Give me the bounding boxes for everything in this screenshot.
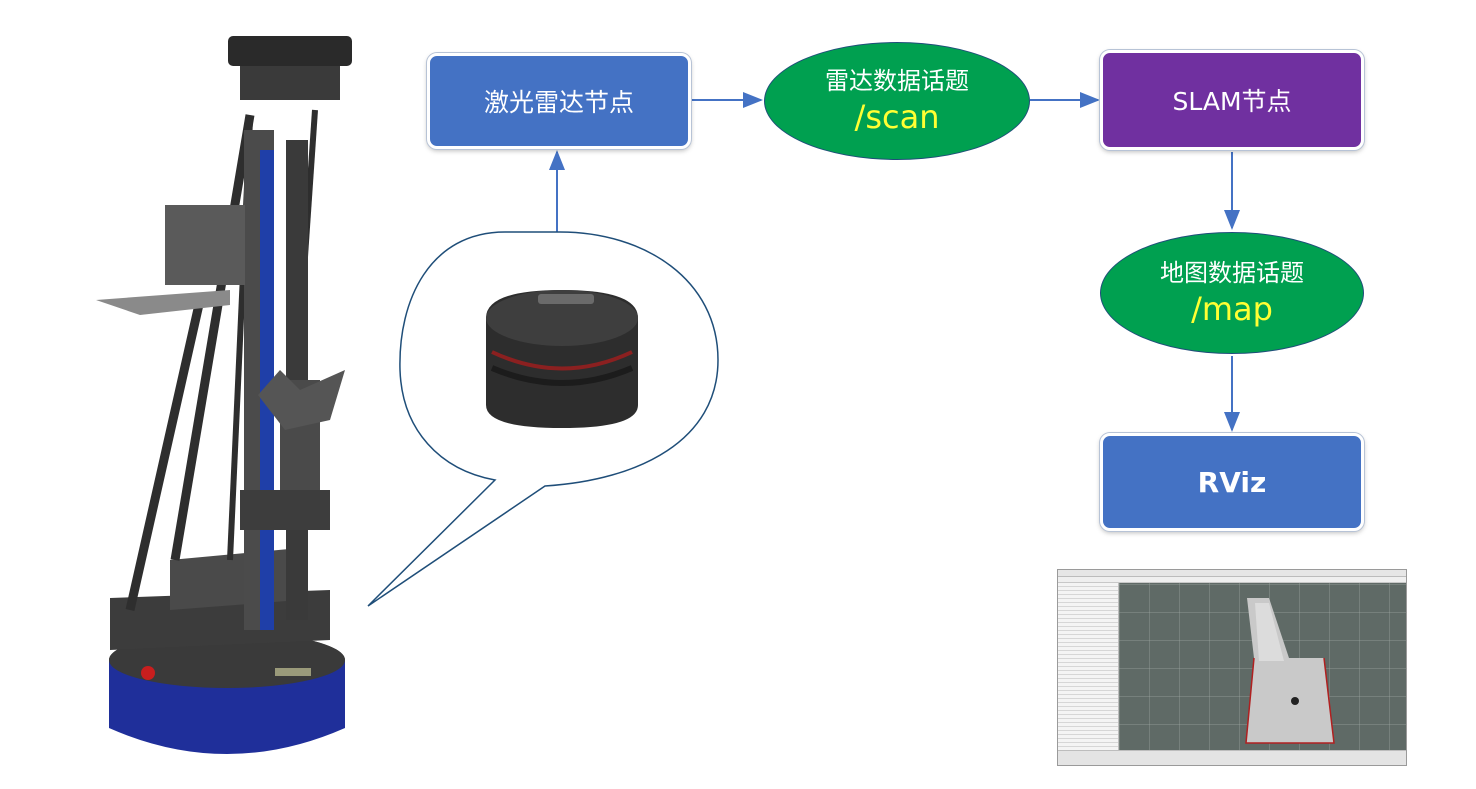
slam-node-label: SLAM节点	[1172, 87, 1292, 116]
rviz-3d-view	[1119, 583, 1406, 753]
rviz-screenshot	[1057, 569, 1407, 766]
rviz-window-titlebar	[1058, 570, 1406, 577]
slam-node: SLAM节点	[1100, 50, 1364, 150]
rviz-map-render	[1245, 598, 1335, 744]
scan-topic: 雷达数据话题 /scan	[764, 42, 1030, 160]
lidar-sensor-illustration	[486, 290, 638, 428]
rviz-node-label: RViz	[1197, 465, 1267, 499]
rviz-toolbar	[1058, 577, 1406, 583]
rviz-status-bar	[1058, 750, 1406, 765]
rviz-node: RViz	[1100, 433, 1364, 531]
robot-illustration	[96, 36, 352, 754]
scan-topic-name: 雷达数据话题	[825, 67, 969, 95]
map-topic: 地图数据话题 /map	[1100, 232, 1364, 354]
map-topic-name: 地图数据话题	[1160, 259, 1304, 287]
lidar-node: 激光雷达节点	[427, 53, 691, 149]
lidar-node-label: 激光雷达节点	[483, 88, 634, 117]
map-topic-path: /map	[1191, 290, 1273, 328]
scan-topic-path: /scan	[854, 98, 940, 136]
rviz-displays-panel	[1058, 583, 1119, 753]
